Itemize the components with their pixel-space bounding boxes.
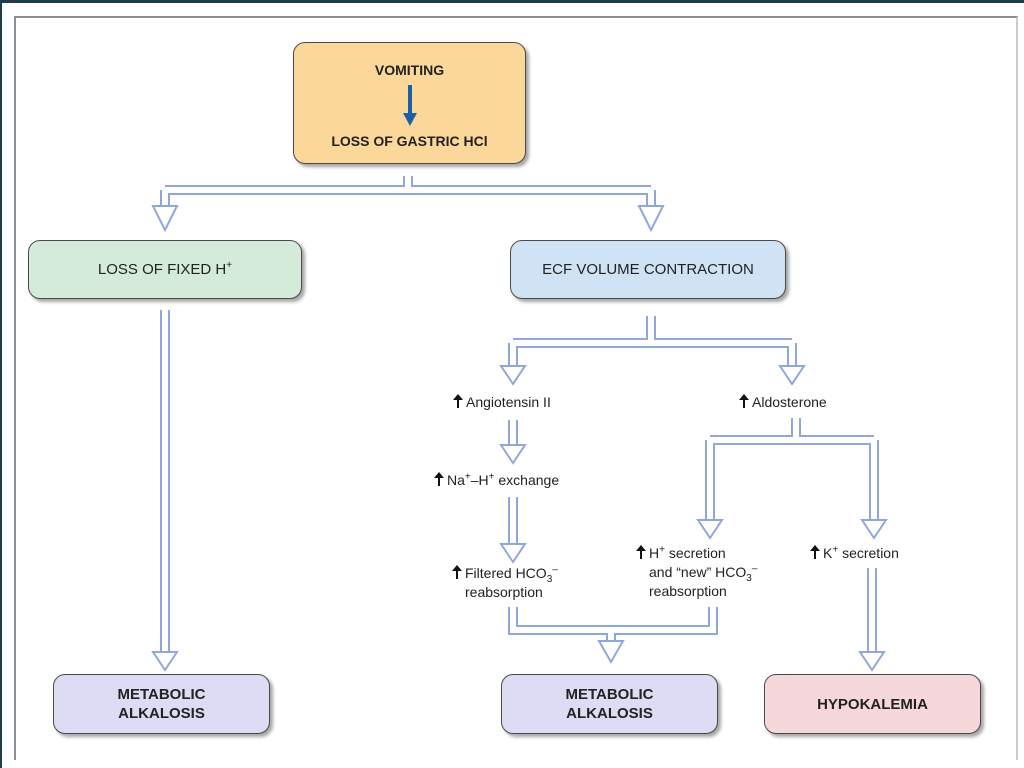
connector-merge [508, 607, 718, 665]
ma-right-line1: METABOLIC [565, 686, 654, 703]
connector-exchange-filtered [499, 497, 527, 564]
h-secretion-line3: reabsorption [649, 583, 727, 599]
h-secretion-label: H+ secretion and “new” HCO3– reabsorptio… [636, 544, 757, 601]
ma-right-line2: ALKALOSIS [566, 705, 653, 722]
connector-top-split [151, 176, 665, 233]
down-arrow-icon [402, 85, 417, 126]
h-secretion-rest: secretion [664, 545, 726, 561]
loss-fixed-h-text: LOSS OF FIXED H [97, 261, 227, 278]
up-arrow-icon [636, 545, 646, 559]
aldosterone-label: Aldosterone [739, 393, 827, 412]
hypokalemia-box: HYPOKALEMIA [764, 674, 981, 734]
k-secretion-rest: secretion [838, 545, 899, 561]
filtered-sup: – [552, 564, 558, 576]
top-border-line [0, 0, 1024, 3]
connector-ecf-split [499, 316, 806, 386]
connector-angiotensin-exchange [499, 420, 527, 465]
k-secretion-label: K+ secretion [810, 544, 899, 563]
exchange-na: Na [447, 472, 465, 488]
connector-aldosterone-split [696, 418, 888, 540]
k-secretion-sup: + [832, 544, 839, 556]
exchange-label: Na+–H+ exchange [434, 471, 559, 490]
loss-gastric-label: LOSS OF GASTRIC HCl [331, 133, 488, 149]
exchange-h: –H [470, 472, 489, 488]
filtered-label: Filtered HCO3– reabsorption [452, 564, 558, 602]
filtered-sub: 3 [546, 573, 553, 585]
exchange-rest: exchange [494, 472, 560, 488]
vomiting-box: VOMITING LOSS OF GASTRIC HCl [293, 42, 526, 164]
loss-fixed-h-box: LOSS OF FIXED H+ [28, 240, 302, 299]
up-arrow-icon [452, 565, 462, 579]
vomiting-label: VOMITING [374, 62, 445, 78]
up-arrow-icon [739, 394, 749, 408]
aldosterone-text: Aldosterone [752, 394, 827, 410]
loss-fixed-h-sup: + [226, 260, 233, 271]
h-secretion-line2: and “new” HCO [649, 564, 747, 580]
metabolic-alkalosis-right-box: METABOLIC ALKALOSIS [501, 674, 718, 734]
h-secretion-h: H [649, 545, 660, 561]
up-arrow-icon [453, 394, 463, 408]
ma-left-line1: METABOLIC [117, 686, 206, 703]
ecf-label: ECF VOLUME CONTRACTION [542, 261, 754, 278]
angiotensin-label: Angiotensin II [453, 393, 551, 412]
ma-left-line2: ALKALOSIS [118, 705, 205, 722]
angiotensin-text: Angiotensin II [466, 394, 551, 410]
exchange-na-sup: + [464, 471, 471, 483]
h-secretion-line2-sup: – [751, 563, 758, 575]
up-arrow-icon [810, 545, 820, 559]
h-secretion-sup: + [659, 544, 665, 556]
exchange-h-sup: + [488, 471, 495, 483]
loss-fixed-h-label: LOSS OF FIXED H+ [98, 260, 232, 279]
hypokalemia-label: HYPOKALEMIA [817, 695, 928, 713]
filtered-line1: Filtered HCO [465, 565, 547, 581]
ecf-volume-box: ECF VOLUME CONTRACTION [510, 240, 786, 299]
k-secretion-k: K [823, 545, 833, 561]
left-border-line [0, 0, 2, 768]
h-secretion-sub: 3 [746, 572, 752, 584]
up-arrow-icon [434, 472, 444, 486]
filtered-line2: reabsorption [465, 584, 543, 600]
connector-k-hypokalemia [858, 568, 886, 672]
connector-left-down [151, 310, 179, 672]
figure-frame [14, 16, 1018, 760]
metabolic-alkalosis-left-box: METABOLIC ALKALOSIS [53, 674, 270, 734]
